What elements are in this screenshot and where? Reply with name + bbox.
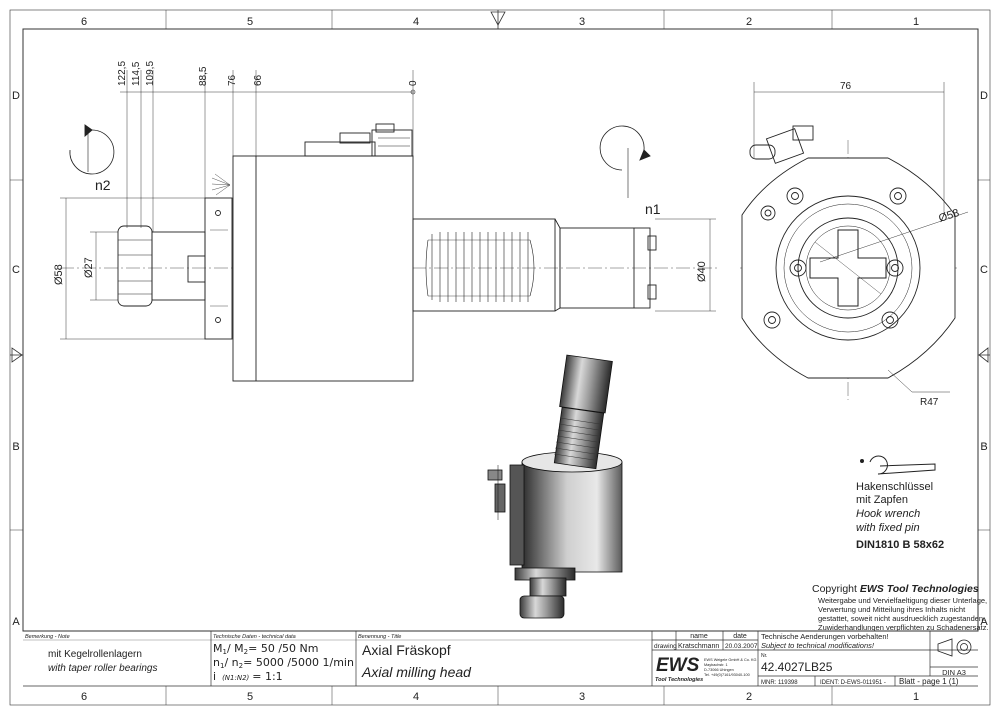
remark-header: Bemerkung - Note: [25, 634, 70, 640]
row-label-left: A: [12, 616, 20, 628]
wrench-en-1: Hook wrench: [856, 508, 920, 520]
wrench-norm: DIN1810 B 58x62: [856, 539, 944, 551]
hook-wrench-label: Hakenschlüssel mit Zapfen Hook wrench wi…: [856, 481, 944, 551]
label-n1: n1: [645, 201, 661, 217]
dim-88-5: 88,5: [198, 66, 209, 86]
dim-r47: R47: [920, 397, 939, 408]
row-drawing: drawing: [654, 643, 677, 650]
sheet-number: Blatt - page 1 (1): [899, 677, 959, 686]
col-name: name: [690, 633, 708, 640]
row-label-right: A: [980, 616, 988, 628]
wrench-de-1: Hakenschlüssel: [856, 481, 933, 493]
title-de: Axial Fräskopf: [362, 642, 451, 658]
tech-speed: n1/ n2= 5000 /5000 1/min: [213, 656, 354, 670]
grid-labels: 6 5 4 3 2 1 6 5 4 3 2 1 D C B A D C B A: [12, 16, 988, 703]
row-label-right: C: [980, 264, 988, 276]
isometric-view: [487, 354, 623, 619]
row-label-right: D: [980, 90, 988, 102]
col-label-bottom: 5: [247, 691, 253, 703]
drawn-by: Kratschmann: [678, 643, 719, 650]
ews-logo-sub: Tool Technologies: [655, 677, 703, 683]
dim-122-5: 122,5: [117, 61, 128, 86]
dim-0: 0: [408, 80, 419, 86]
dim-109-5: 109,5: [145, 61, 156, 86]
title-header: Benennung - Title: [358, 634, 401, 640]
row-label-left: B: [12, 441, 19, 453]
change-en: Subject to technical modifications!: [761, 641, 875, 650]
wrench-de-2: mit Zapfen: [856, 494, 908, 506]
paper-format: DIN A3: [942, 668, 966, 677]
ident: IDENT: D-EWS-011951 -: [820, 680, 886, 686]
col-label-top: 5: [247, 16, 253, 28]
dim-76: 76: [227, 74, 238, 86]
ews-address-4: Tel. +49(0)7161/93040-100: [704, 673, 750, 677]
ews-address-2: Maybachstr. 1: [704, 663, 728, 667]
front-view: [740, 82, 969, 400]
col-label-top: 2: [746, 16, 752, 28]
row-label-right: B: [980, 441, 987, 453]
col-label-top: 4: [413, 16, 419, 28]
dim-114-5: 114,5: [131, 61, 142, 86]
col-label-bottom: 4: [413, 691, 419, 703]
remark-en: with taper roller bearings: [48, 663, 158, 674]
ews-address-3: D-73066 Uhingen: [704, 668, 734, 672]
part-number: 42.4027LB25: [761, 660, 833, 674]
col-date: date: [733, 633, 747, 640]
dim-dia-40: Ø40: [696, 261, 708, 282]
dim-66: 66: [253, 74, 264, 86]
title-en: Axial milling head: [361, 664, 472, 680]
side-view-dimensions: 122,5 114,5 109,5 88,5 76 66 0 Ø58 Ø27 Ø…: [53, 61, 708, 285]
side-view: [60, 70, 720, 382]
dim-dia-27: Ø27: [83, 257, 95, 278]
dim-width-76: 76: [840, 81, 852, 92]
title-block-text: Bemerkung - Note mit Kegelrollenlagern w…: [25, 632, 966, 686]
copyright-text-1: Weitergabe und Vervielfaeltigung dieser …: [818, 596, 987, 605]
tech-torque: M1/ M2= 50 /50 Nm: [213, 642, 319, 656]
copyright-text-2: Verwertung und Mitteilung ihres Inhalts …: [818, 605, 966, 614]
col-label-bottom: 3: [579, 691, 585, 703]
mnr: MNR: 119398: [761, 680, 798, 686]
copyright-text-4: Zuwiderhandlungen verpflichten zu Schade…: [818, 623, 989, 632]
ews-logo: EWS: [656, 655, 700, 676]
row-label-left: D: [12, 90, 20, 102]
copyright-notice: Copyright EWS Tool Technologies Weiterga…: [812, 583, 989, 632]
copyright-line: Copyright EWS Tool Technologies: [812, 583, 979, 595]
projection-symbol-icon: [937, 638, 972, 657]
drawn-date: 20.03.2007: [725, 643, 758, 650]
col-label-bottom: 1: [913, 691, 919, 703]
hook-wrench-icon: [860, 455, 936, 475]
col-label-bottom: 2: [746, 691, 752, 703]
row-label-left: C: [12, 264, 20, 276]
nr-label: Nr.: [761, 653, 767, 659]
ews-address-1: EWS Weigele GmbH & Co. KG: [704, 658, 757, 662]
wrench-en-2: with fixed pin: [856, 522, 920, 534]
col-label-bottom: 6: [81, 691, 87, 703]
col-label-top: 3: [579, 16, 585, 28]
title-block: [23, 630, 978, 687]
tech-ratio: i(N1:N2)= 1:1: [213, 670, 283, 683]
change-de: Technische Aenderungen vorbehalten!: [761, 632, 889, 641]
label-n2: n2: [95, 177, 111, 193]
col-label-top: 1: [913, 16, 919, 28]
dim-dia-58: Ø58: [53, 264, 65, 285]
remark-de: mit Kegelrollenlagern: [48, 649, 142, 660]
tech-header: Technische Daten - technical data: [213, 634, 296, 640]
col-label-top: 6: [81, 16, 87, 28]
copyright-text-3: gestattet, soweit nicht ausdruecklich zu…: [818, 614, 985, 623]
